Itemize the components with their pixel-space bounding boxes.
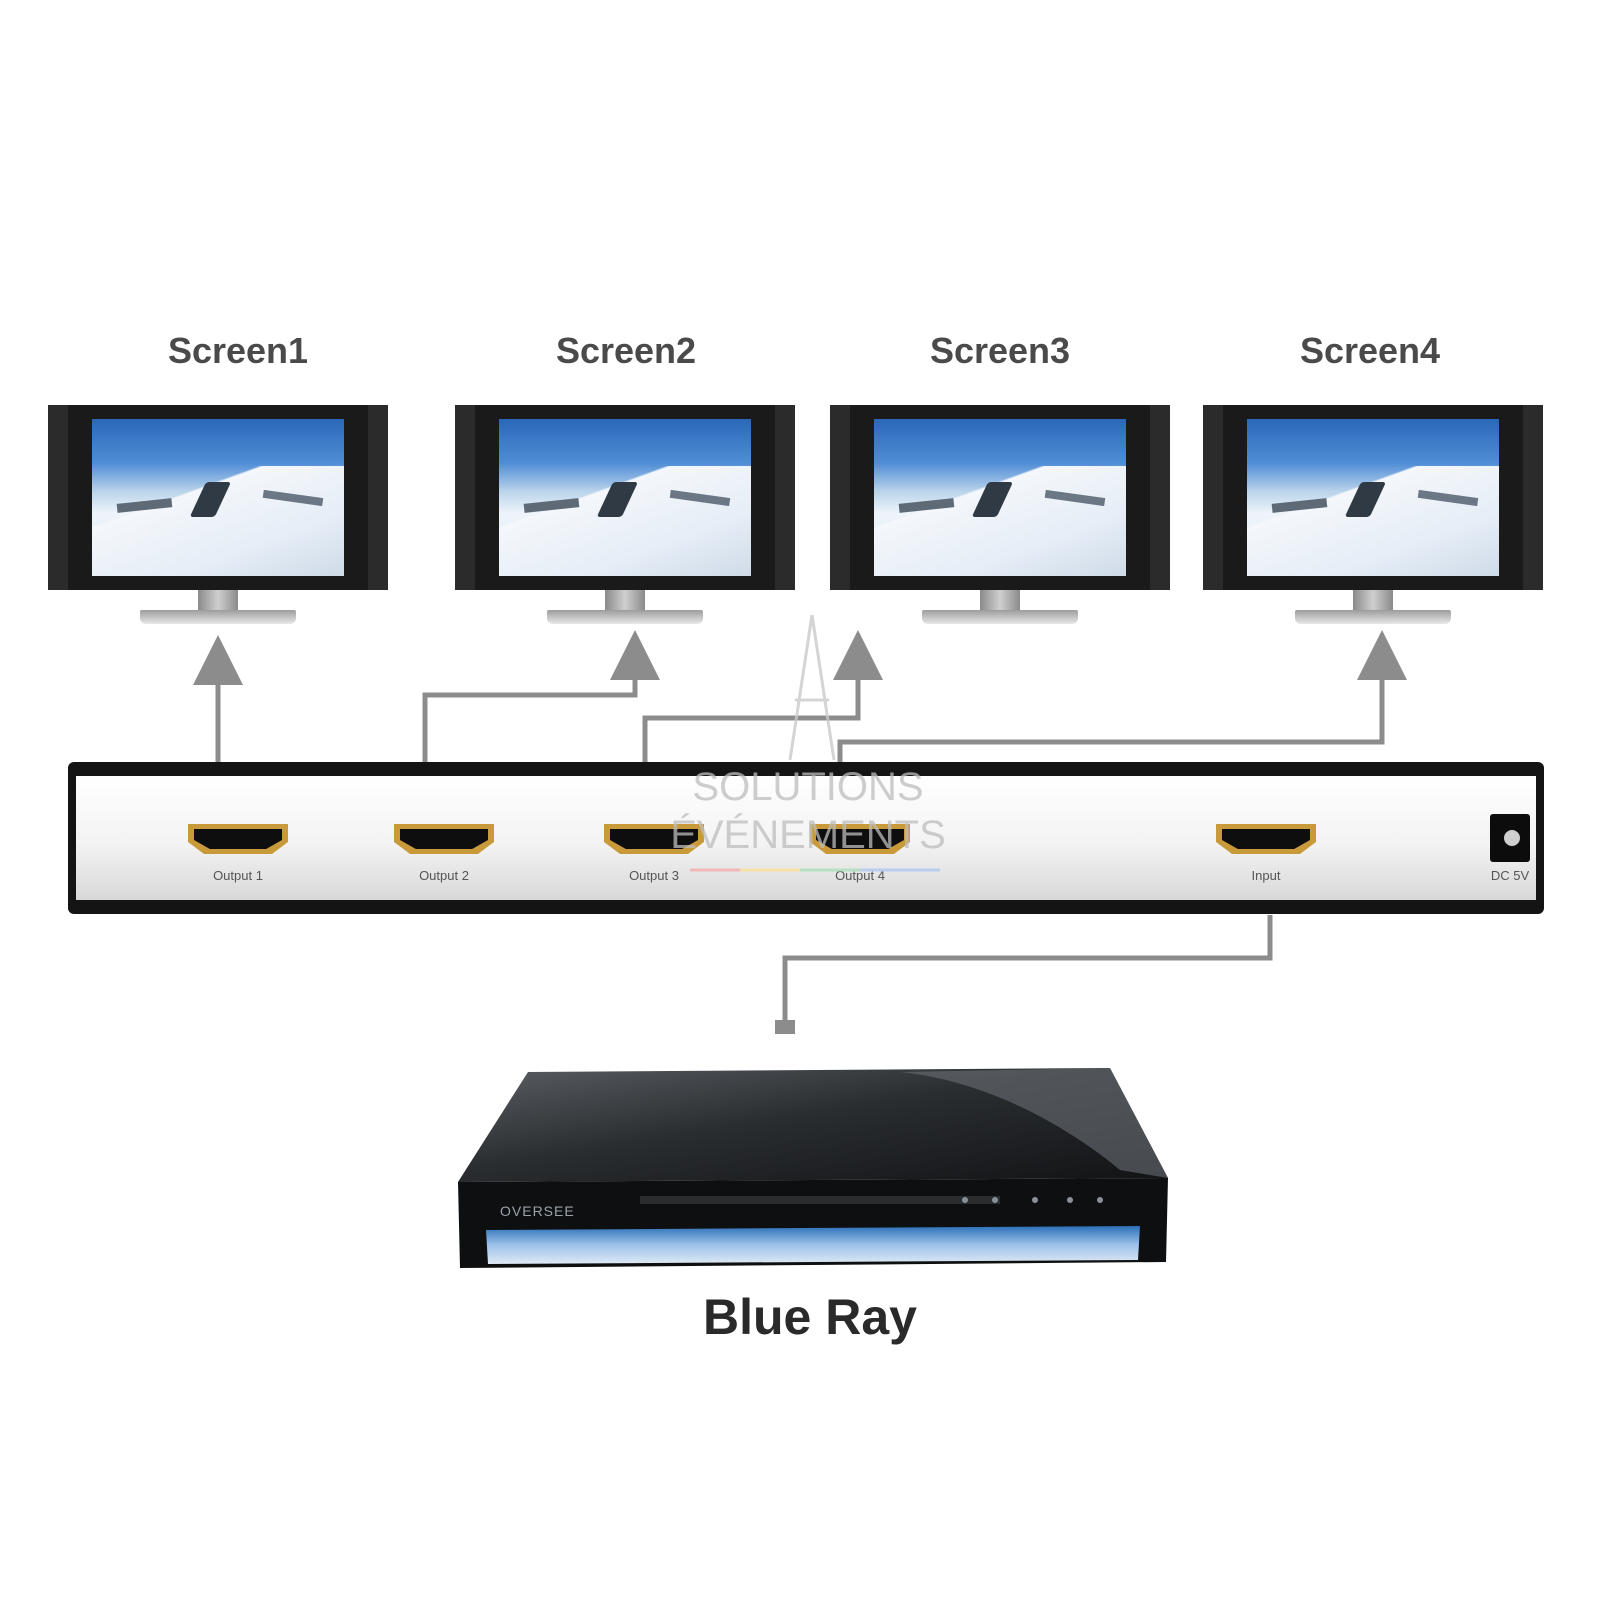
output-4-port [810, 824, 910, 854]
screen-image [92, 419, 344, 576]
monitor-3 [830, 405, 1170, 630]
wire-output-3 [642, 630, 883, 762]
input-label: Input [1251, 868, 1281, 883]
screen2-label: Screen2 [555, 330, 697, 371]
power-label: DC 5V [1490, 868, 1530, 883]
output-2-port [394, 824, 494, 854]
monitor-1 [48, 405, 388, 630]
screen4-label: Screen4 [1299, 330, 1441, 371]
wire-output-2 [422, 630, 660, 762]
blu-ray-label: Blue Ray [703, 1289, 917, 1345]
output-1-port [188, 824, 288, 854]
input-port [1216, 824, 1316, 854]
screen-image [874, 419, 1126, 576]
output-3-port [604, 824, 704, 854]
screen3-label: Screen3 [929, 330, 1071, 371]
screen1-label: Screen1 [167, 330, 309, 371]
wire-input [782, 915, 1273, 1025]
hdmi-splitter: Output 1 Output 2 Output 3 Output 4 Inpu… [68, 762, 1544, 914]
player-brand: OVERSEE [500, 1203, 575, 1219]
screen-image [499, 419, 751, 576]
output-1-label: Output 1 [213, 868, 263, 883]
output-4-label: Output 4 [835, 868, 885, 883]
monitor-2 [455, 405, 795, 630]
wire-plug [775, 1020, 795, 1034]
wire-output-4 [837, 630, 1407, 762]
monitor-4 [1203, 405, 1543, 630]
power-jack [1490, 814, 1530, 862]
output-2-label: Output 2 [419, 868, 469, 883]
output-3-label: Output 3 [629, 868, 679, 883]
screen-image [1247, 419, 1499, 576]
